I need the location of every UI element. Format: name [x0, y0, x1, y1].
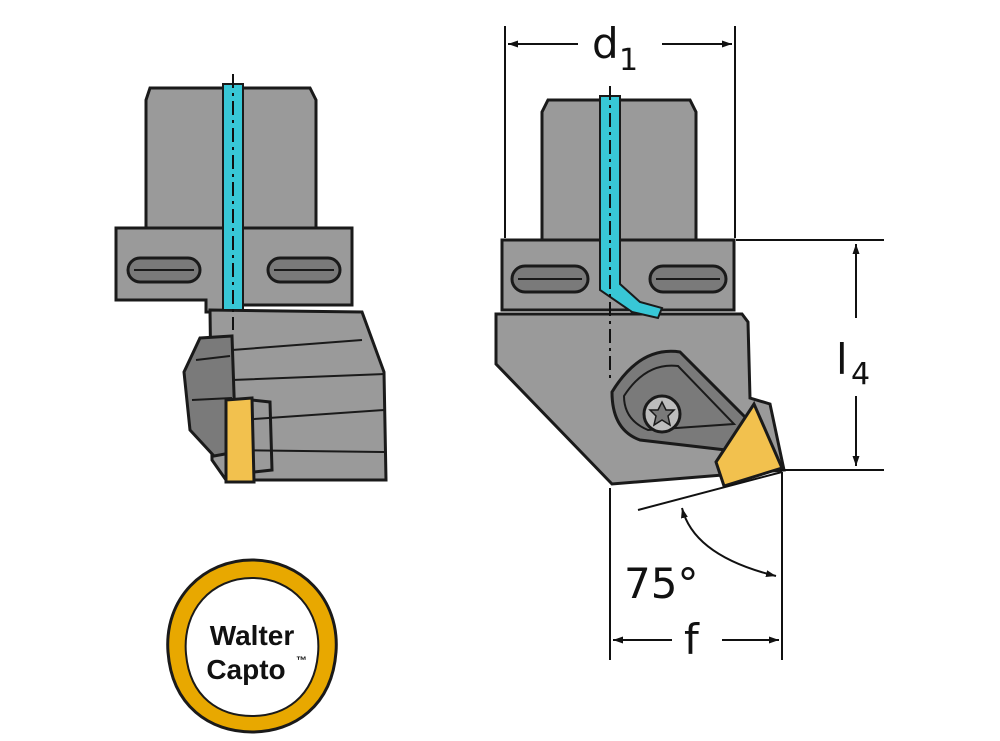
logo-line-2: Capto [206, 654, 285, 685]
dimension-lines [504, 26, 884, 660]
d1-label: d [592, 19, 619, 68]
l4-subscript: 4 [851, 357, 870, 392]
left-insert [224, 396, 256, 484]
d1-subscript: 1 [619, 43, 638, 78]
walter-capto-logo: Walter Capto ™ [166, 558, 338, 734]
logo-inner [184, 576, 320, 718]
logo-line-1: Walter [210, 620, 295, 651]
right-insert [714, 400, 785, 488]
right-coolant-channel [599, 95, 664, 320]
side-view [114, 74, 388, 484]
l4-label: l [836, 335, 848, 384]
left-clamp [182, 334, 238, 458]
front-view [494, 86, 786, 488]
angle-label: 75° [624, 559, 698, 608]
logo-trademark: ™ [296, 655, 307, 667]
f-label: f [684, 615, 700, 664]
